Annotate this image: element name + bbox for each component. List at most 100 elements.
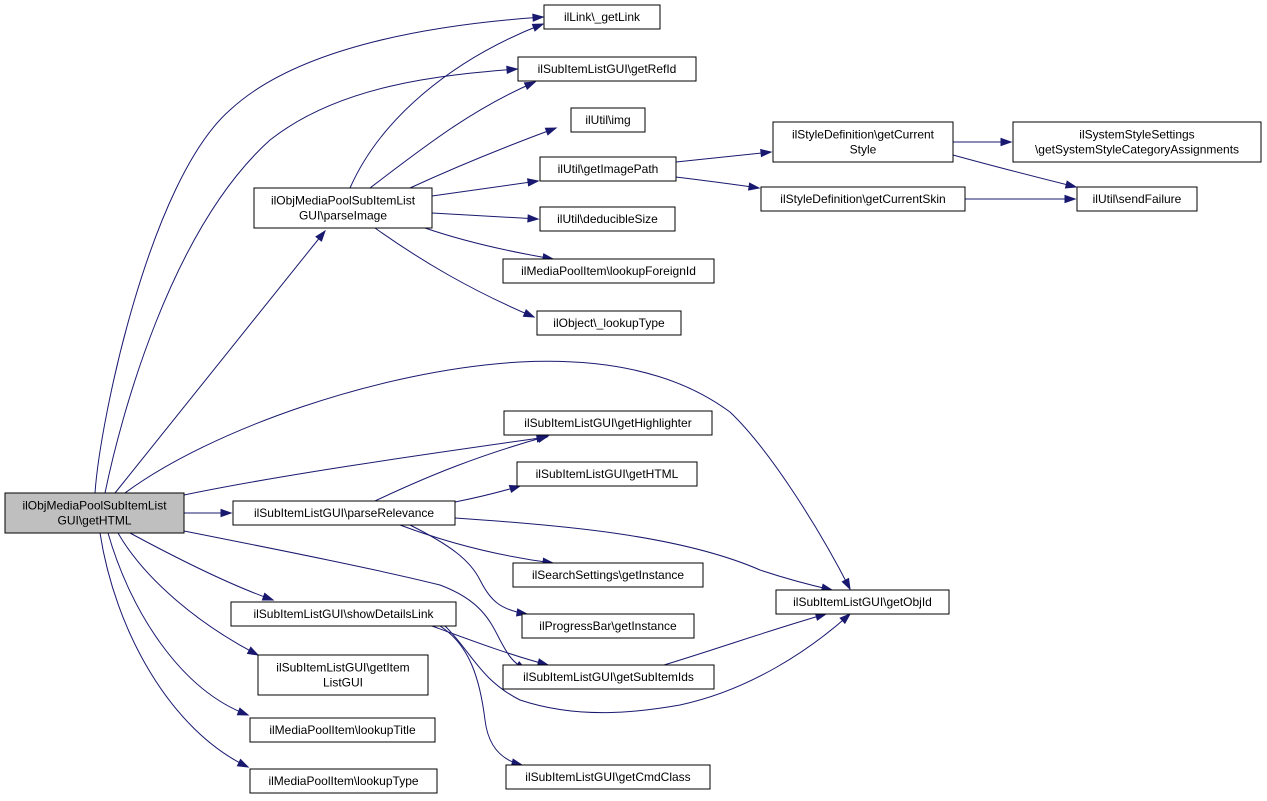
edge-line (117, 532, 259, 656)
node-box (503, 410, 713, 436)
edge-arrowhead (261, 592, 275, 601)
node-label: ilSubItemListGUI\showDetailsLink (253, 607, 434, 621)
node-box (1076, 186, 1198, 212)
node-box (4, 492, 185, 534)
node-getImagePath[interactable]: ilUtil\getImagePath (539, 156, 677, 182)
edge-line (374, 435, 549, 502)
node-showDetailsLink[interactable]: ilSubItemListGUI\showDetailsLink (230, 601, 457, 627)
edge-parseRelevance-to-getHTML2 (454, 484, 522, 503)
edge-line (114, 230, 326, 494)
edge-root-to-lookupType2 (99, 532, 250, 768)
node-getSubItemIds[interactable]: ilSubItemListGUI\getSubItemIds (502, 664, 715, 690)
node-box (505, 764, 711, 790)
edge-root-to-getObjId (124, 360, 851, 591)
node-label: ilObjMediaPoolSubItemList (22, 499, 167, 513)
edge-arrowhead (236, 707, 250, 716)
edge-line (124, 360, 851, 590)
edge-parseImage-to-getRefId (369, 81, 537, 189)
edge-arrowhead (527, 214, 540, 223)
edge-arrowhead (522, 309, 536, 318)
node-label: ilSubItemListGUI\getRefId (538, 62, 677, 76)
node-getCmdClass[interactable]: ilSubItemListGUI\getCmdClass (505, 764, 711, 790)
node-label: GUI\getHTML (57, 514, 131, 528)
edge-line (399, 524, 554, 564)
node-label: ilStyleDefinition\getCurrentSkin (780, 192, 945, 206)
node-box (249, 717, 436, 743)
edge-root-to-getItemListGUI (117, 532, 260, 656)
node-label: ilSubItemListGUI\getSubItemIds (523, 670, 694, 684)
node-box (536, 310, 682, 336)
node-sendFailure[interactable]: ilUtil\sendFailure (1076, 186, 1198, 212)
node-box (502, 664, 715, 690)
edge-line (675, 176, 760, 189)
node-label: ilMediaPoolItem\lookupTitle (269, 723, 416, 737)
edge-arrowhead (760, 148, 773, 158)
edge-line (454, 517, 833, 591)
edge-line (675, 151, 772, 163)
node-box (249, 768, 438, 794)
edge-arrowhead (527, 178, 540, 187)
edge-arrowhead (1064, 180, 1078, 189)
node-label: ilSystemStyleSettings (1079, 128, 1194, 142)
node-parseRelevance[interactable]: ilSubItemListGUI\parseRelevance (232, 500, 456, 526)
node-label: \getSystemStyleCategoryAssignments (1035, 143, 1239, 157)
edge-getImagePath-to-getCurrentSkin (675, 176, 761, 191)
node-label: ListGUI (323, 676, 363, 690)
edge-getImagePath-to-getCurrentStyle (675, 148, 773, 163)
edge-parseImage-to-getLink (349, 23, 545, 189)
edge-getCurrentStyle-to-getSystemStyle (953, 137, 1013, 147)
node-getObjId[interactable]: ilSubItemListGUI\getObjId (775, 589, 950, 615)
edge-line (183, 530, 527, 671)
node-label: ilLink\_getLink (564, 10, 641, 24)
node-box (539, 206, 676, 232)
node-getRefId[interactable]: ilSubItemListGUI\getRefId (517, 56, 697, 82)
node-getSystemStyle[interactable]: ilSystemStyleSettings\getSystemStyleCate… (1012, 121, 1262, 163)
edge-parseImage-to-getImagePath (431, 178, 540, 197)
node-getHighlighter[interactable]: ilSubItemListGUI\getHighlighter (503, 410, 713, 436)
node-label: ilSubItemListGUI\getItem (276, 661, 409, 675)
node-getCurrentSkin[interactable]: ilStyleDefinition\getCurrentSkin (760, 186, 966, 212)
edge-parseRelevance-to-getHighlighter (374, 434, 550, 502)
node-label: ilSubItemListGUI\getCmdClass (525, 770, 690, 784)
edge-line (94, 16, 544, 494)
node-searchSettings[interactable]: ilSearchSettings\getInstance (512, 562, 704, 588)
edge-arrowhead (841, 577, 851, 591)
node-label: ilObject\_lookupType (553, 316, 665, 330)
node-box (521, 613, 695, 639)
edge-root-to-getHighlighter (183, 434, 549, 496)
node-lookupForeignId[interactable]: ilMediaPoolItem\lookupForeignId (502, 258, 715, 284)
node-img[interactable]: ilUtil\img (570, 107, 646, 133)
edge-root-to-lookupTitle (107, 532, 250, 716)
node-getLink[interactable]: ilLink\_getLink (543, 4, 661, 30)
node-lookupType1[interactable]: ilObject\_lookupType (536, 310, 682, 336)
node-progressBar[interactable]: ilProgressBar\getInstance (521, 613, 695, 639)
edge-arrowhead (246, 646, 260, 656)
node-box (512, 562, 704, 588)
edge-line (444, 613, 851, 714)
edge-showDetailsLink-to-getObjId (444, 612, 852, 714)
edge-line (409, 127, 557, 189)
edge-arrowhead (506, 65, 519, 75)
node-label: ilSubItemListGUI\getHighlighter (524, 416, 691, 430)
graph-edges (94, 13, 1078, 768)
edge-parseImage-to-img (409, 127, 558, 189)
node-label: ilSubItemListGUI\getObjId (793, 595, 932, 609)
edge-arrowhead (544, 127, 558, 136)
edge-showDetailsLink-to-getCmdClass (439, 625, 524, 767)
node-box (543, 4, 661, 30)
node-getHTML2[interactable]: ilSubItemListGUI\getHTML (516, 461, 698, 487)
node-lookupTitle[interactable]: ilMediaPoolItem\lookupTitle (249, 717, 436, 743)
node-deducibleSize[interactable]: ilUtil\deducibleSize (539, 206, 676, 232)
edge-line (424, 227, 554, 260)
edge-line (952, 154, 1077, 188)
edge-parseImage-to-lookupType1 (374, 227, 536, 318)
node-box (502, 258, 715, 284)
edge-line (374, 227, 535, 318)
node-lookupType2[interactable]: ilMediaPoolItem\lookupType (249, 768, 438, 794)
node-label: ilMediaPoolItem\lookupType (268, 774, 418, 788)
edge-root-to-getLink (94, 13, 545, 494)
